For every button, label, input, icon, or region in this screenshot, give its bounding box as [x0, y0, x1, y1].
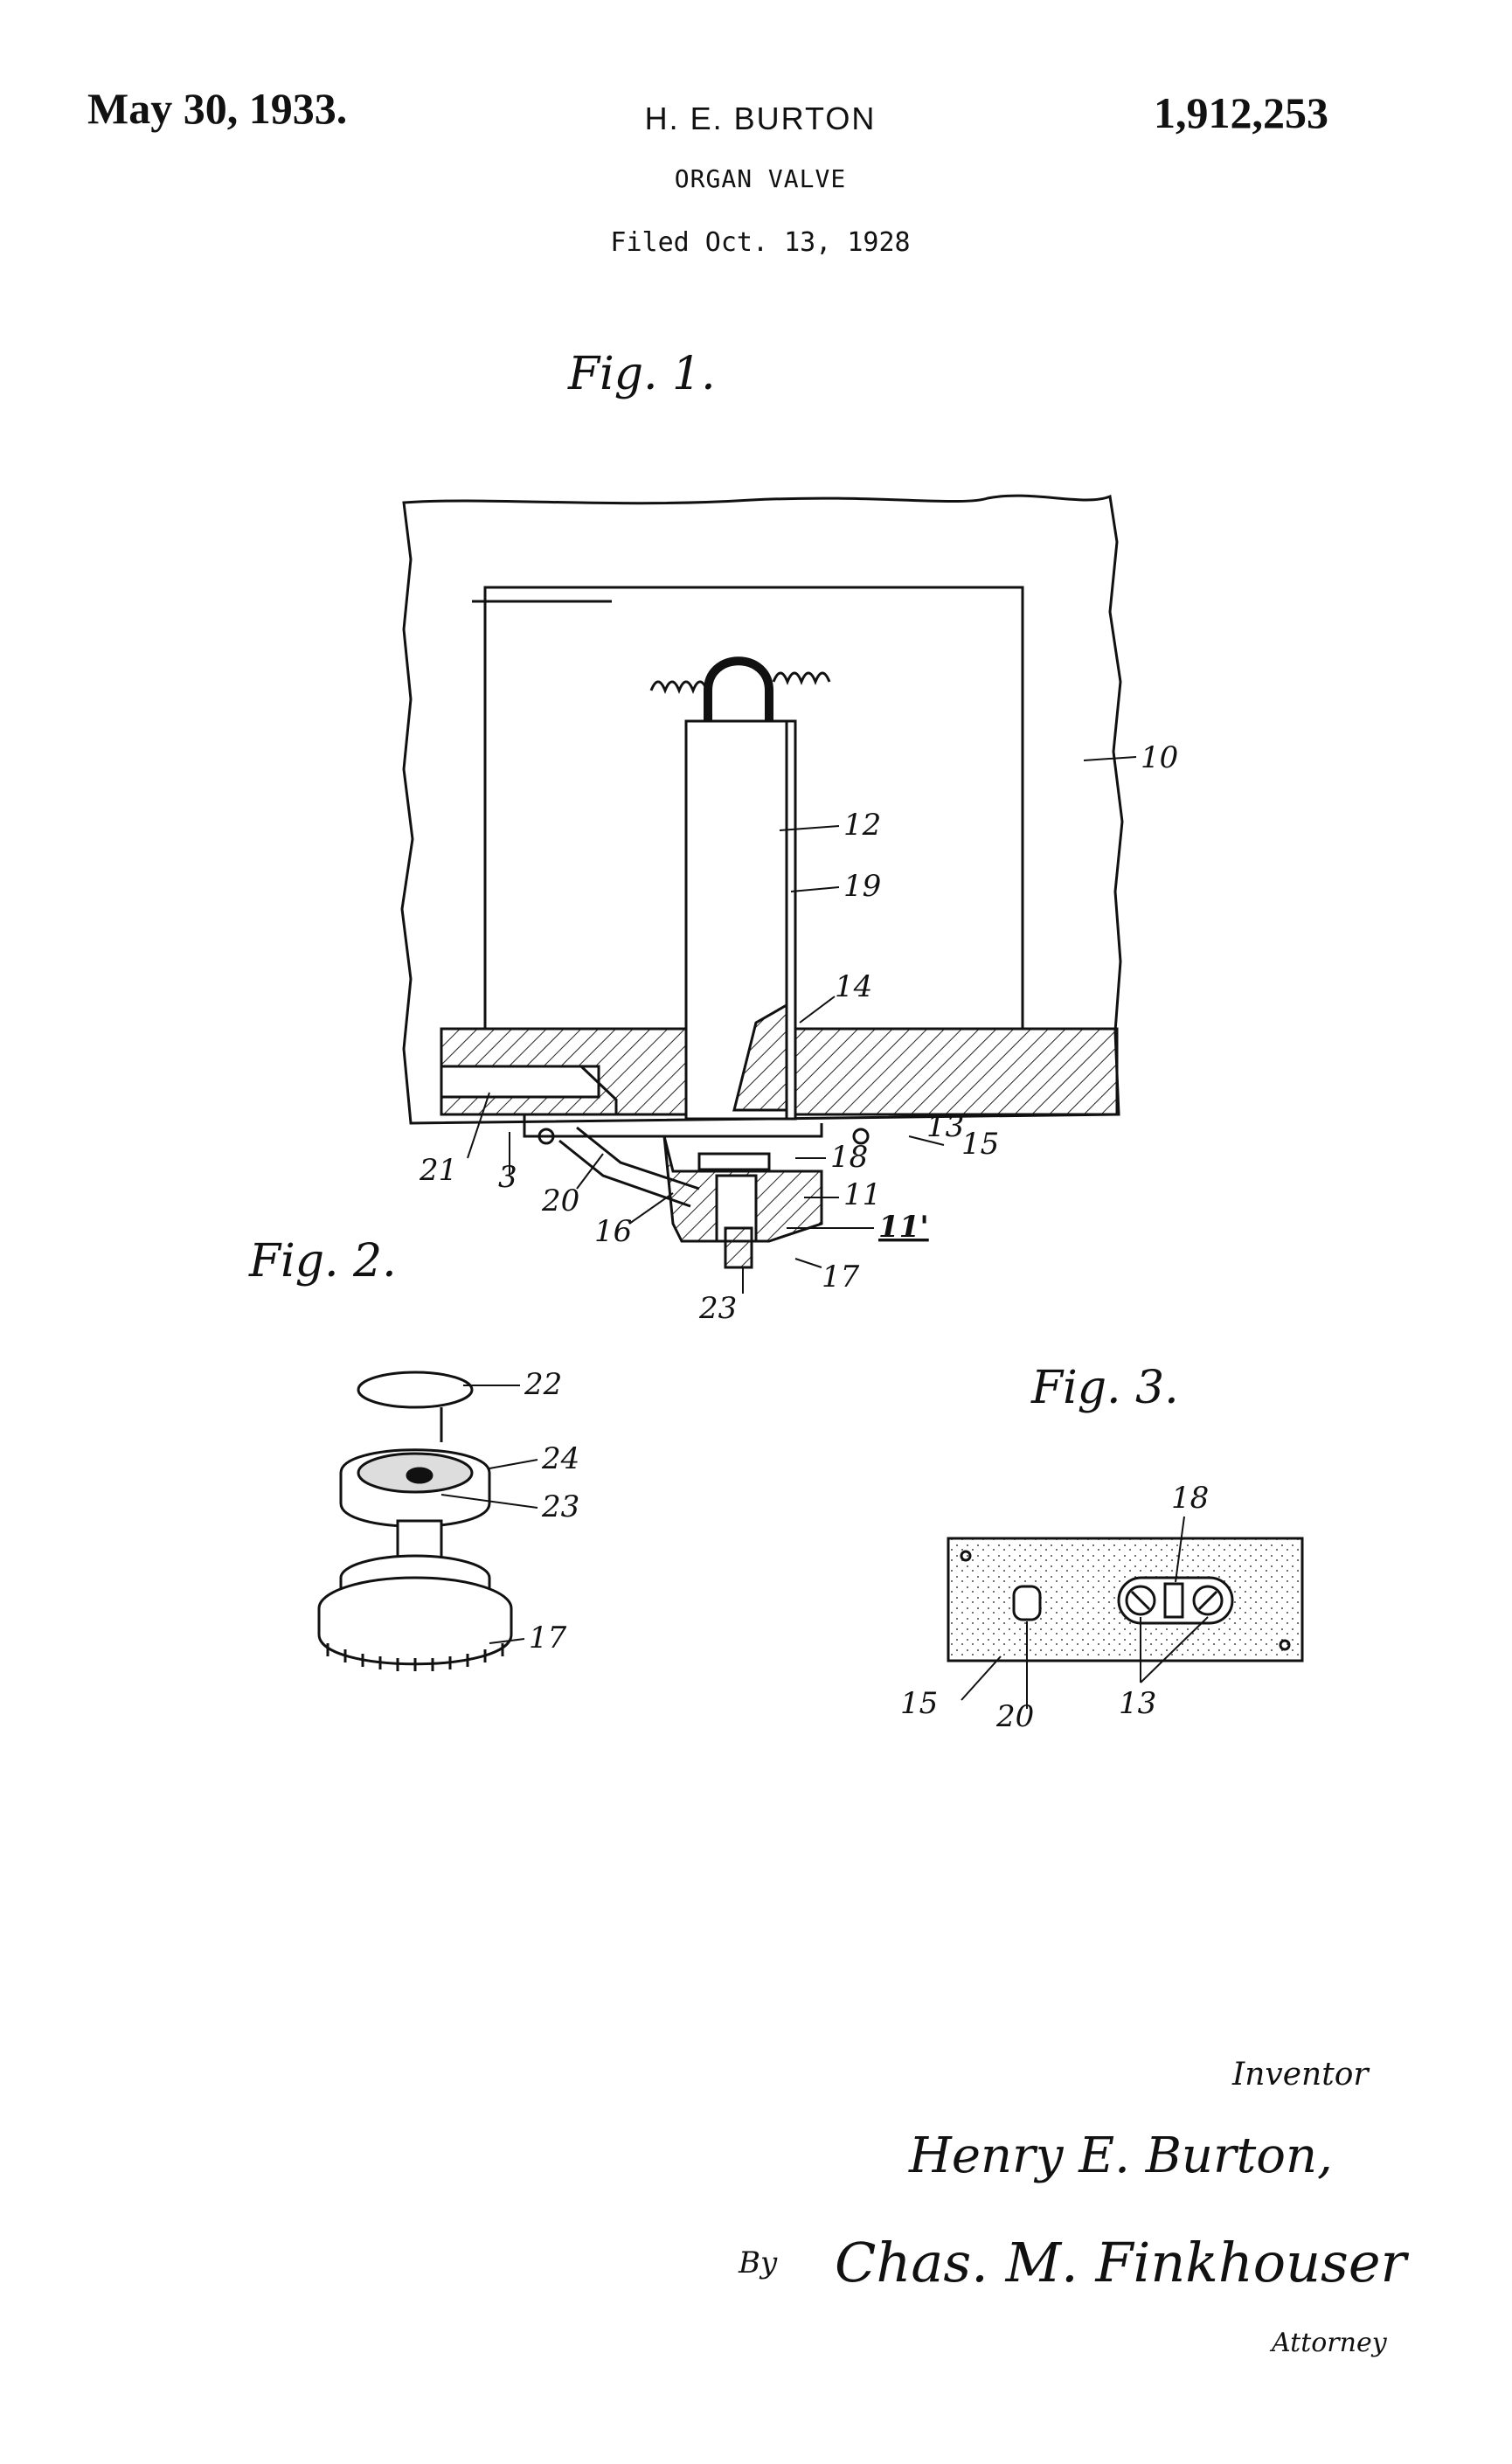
by-label: By: [738, 2245, 778, 2280]
fig1-leaders: [467, 756, 1137, 1294]
ref-12: 12: [843, 808, 881, 843]
fig3-label: Fig. 3.: [1030, 1362, 1179, 1414]
fig2-ref-22: 22: [524, 1367, 562, 1402]
fig3-leaders: [961, 1516, 1209, 1709]
ref-13: 13: [926, 1109, 964, 1144]
fig1-label: Fig. 1.: [567, 348, 716, 400]
fig2-ref-24: 24: [541, 1441, 579, 1476]
fig1-drawing: [400, 494, 1124, 1269]
attorney-heading: Attorney: [1269, 2328, 1388, 2358]
filed-date: Filed Oct. 13, 1928: [610, 227, 911, 258]
attorney-signature: Chas. M. Finkhouser: [835, 2231, 1410, 2294]
fig2-leaders: [440, 1385, 538, 1644]
ref-11: 11: [843, 1177, 881, 1212]
ref-17: 17: [822, 1260, 860, 1294]
fig2-ref-23: 23: [541, 1489, 579, 1524]
ref-19: 19: [843, 869, 881, 904]
patent-title: ORGAN VALVE: [674, 164, 847, 193]
inventor-heading: Inventor: [1231, 2057, 1370, 2093]
ref-14: 14: [835, 969, 872, 1004]
ref-3: 3: [498, 1160, 517, 1195]
fig3-ref-18: 18: [1171, 1481, 1209, 1516]
ref-23: 23: [698, 1291, 737, 1326]
fig2-drawing: [317, 1371, 513, 1671]
patent-number: 1,912,253: [1154, 88, 1328, 137]
fig3-ref-13: 13: [1119, 1686, 1156, 1721]
inventor-signature: Henry E. Burton,: [908, 2127, 1333, 2184]
fig2-label: Fig. 2.: [248, 1235, 397, 1288]
ref-20: 20: [541, 1183, 579, 1218]
ref-10: 10: [1141, 740, 1178, 775]
fig2-ref-17: 17: [529, 1621, 567, 1655]
patent-date: May 30, 1933.: [87, 84, 348, 133]
ref-18: 18: [830, 1140, 868, 1175]
fig3-ref-15: 15: [900, 1686, 938, 1721]
fig3-ref-20: 20: [995, 1699, 1034, 1734]
ref-16: 16: [594, 1214, 632, 1249]
ref-21: 21: [419, 1153, 457, 1188]
inventor-name-heading: H. E. BURTON: [644, 101, 877, 136]
fig3-drawing: [947, 1537, 1304, 1662]
ref-15: 15: [961, 1127, 999, 1162]
ref-11-prime: 11': [878, 1210, 929, 1245]
